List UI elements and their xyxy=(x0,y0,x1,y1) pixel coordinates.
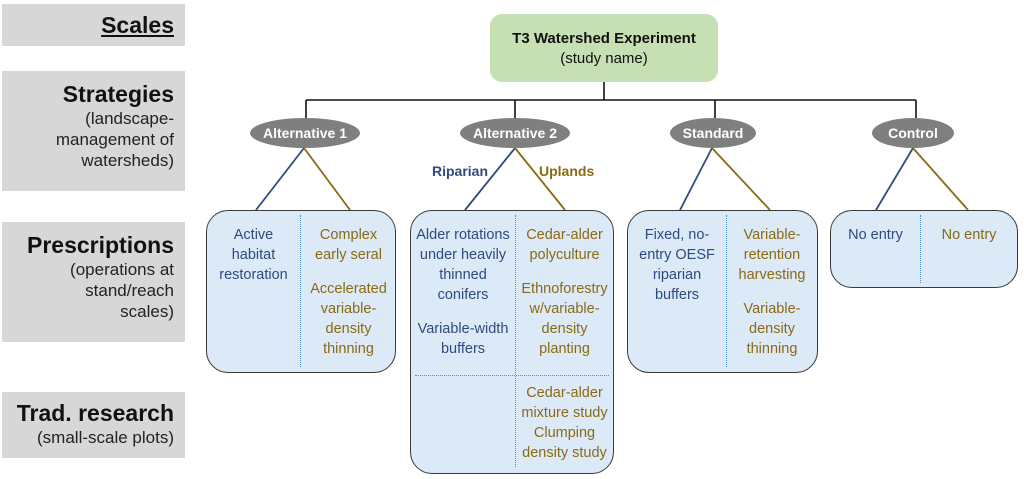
prescription-box-alternative-1: Active habitat restoration Complex early… xyxy=(206,210,396,373)
riparian-label: Riparian xyxy=(432,163,489,179)
trad-research-sub-line: (small-scale plots) xyxy=(37,428,174,447)
strategies-label: Strategies (landscape- management of wat… xyxy=(2,71,185,191)
riparian-prescription: Fixed, no- entry OESF riparian buffers xyxy=(639,227,715,303)
branch-line-uplands xyxy=(711,147,771,211)
branch-line-riparian xyxy=(464,147,516,211)
branch-line-uplands xyxy=(303,147,351,211)
strategy-standard: Standard xyxy=(670,118,756,148)
prescriptions-sub-line: stand/reach xyxy=(85,281,174,300)
uplands-prescription: Variable- retention harvesting Variable-… xyxy=(738,227,806,357)
riparian-prescription: Alder rotations under heavily thinned co… xyxy=(416,227,510,357)
branch-line-riparian xyxy=(255,147,305,211)
prescription-box-alternative-2: Alder rotations under heavily thinned co… xyxy=(410,210,614,474)
strategies-title: Strategies xyxy=(62,81,174,107)
prescriptions-title: Prescriptions xyxy=(27,232,174,258)
uplands-label: Uplands xyxy=(539,163,595,179)
prescriptions-label: Prescriptions (operations at stand/reach… xyxy=(2,222,185,342)
strategy-control: Control xyxy=(872,118,954,148)
divider xyxy=(300,215,301,367)
prescriptions-sub-line: (operations at xyxy=(70,260,174,279)
branch-line-uplands xyxy=(912,147,969,211)
uplands-prescription: Cedar-alder polyculture Ethnoforestry w/… xyxy=(521,227,608,357)
trad-research-title: Trad. research xyxy=(16,400,174,426)
scales-title: Scales xyxy=(101,12,174,38)
branch-line-uplands xyxy=(514,147,566,211)
riparian-prescription: Active habitat restoration xyxy=(219,227,288,283)
strategies-sub-line: (landscape- xyxy=(85,109,174,128)
branch-line-riparian xyxy=(679,147,713,211)
uplands-prescription: No entry xyxy=(941,227,997,243)
uplands-prescription: Complex early seral Accelerated variable… xyxy=(310,227,387,357)
research-divider xyxy=(415,375,609,376)
scales-label: Scales xyxy=(2,4,185,46)
study-name-box: T3 Watershed Experiment (study name) xyxy=(490,14,718,82)
strategies-sub-line: management of xyxy=(55,130,174,149)
research-plots: Cedar-alder mixture study Clumping densi… xyxy=(521,385,608,461)
divider xyxy=(726,215,727,367)
prescriptions-sub-line: scales) xyxy=(120,302,174,321)
study-name-sub: (study name) xyxy=(560,50,648,67)
divider xyxy=(920,215,921,283)
strategies-sub-line: watersheds) xyxy=(81,151,174,170)
strategy-alternative-2: Alternative 2 xyxy=(460,118,570,148)
prescription-box-control: No entry No entry xyxy=(830,210,1018,288)
study-name: T3 Watershed Experiment xyxy=(512,30,696,47)
branch-line-riparian xyxy=(875,147,914,211)
divider xyxy=(515,215,516,467)
prescription-box-standard: Fixed, no- entry OESF riparian buffers V… xyxy=(627,210,818,373)
trad-research-label: Trad. research (small-scale plots) xyxy=(2,392,185,458)
strategy-alternative-1: Alternative 1 xyxy=(250,118,360,148)
riparian-prescription: No entry xyxy=(848,227,903,243)
